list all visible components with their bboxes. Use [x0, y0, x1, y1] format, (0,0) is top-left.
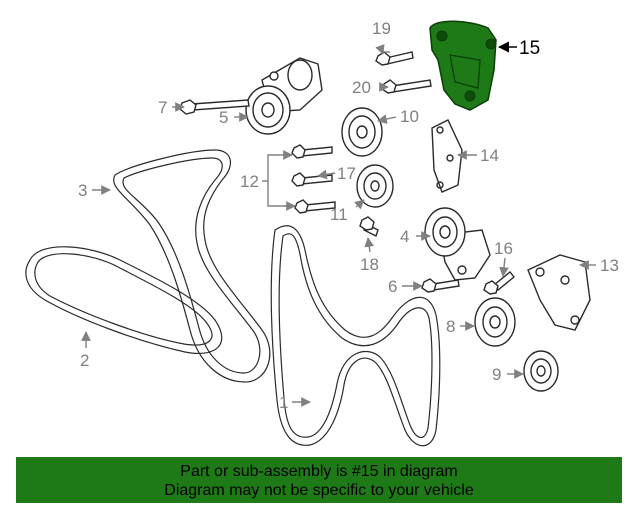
idler-pulley-part-11 [356, 164, 394, 208]
bolt-part-6 [421, 278, 460, 293]
bolt-part-20 [381, 79, 432, 94]
callout-9: 9 [492, 365, 501, 384]
tensioner-part-4 [424, 207, 491, 281]
callout-7: 7 [158, 98, 167, 117]
callout-14: 14 [480, 146, 499, 165]
callout-6: 6 [388, 277, 397, 296]
callout-8: 8 [446, 317, 455, 336]
callout-labels: 1 2 3 4 5 6 7 8 9 10 11 12 13 14 15 16 1… [78, 19, 619, 412]
callout-5: 5 [219, 108, 228, 127]
pulley-part-8 [474, 297, 516, 347]
belt-part-2 [25, 246, 223, 354]
parts-diagram: 1 2 3 4 5 6 7 8 9 10 11 12 13 14 15 16 1… [25, 19, 619, 447]
callout-10: 10 [400, 107, 419, 126]
bracket-part-15-highlighted[interactable] [429, 20, 497, 111]
callout-15: 15 [519, 38, 540, 59]
bolt-part-18 [359, 216, 379, 237]
bracket-part-14 [431, 119, 463, 193]
callout-18: 18 [360, 255, 379, 274]
banner-line-2: Diagram may not be specific to your vehi… [164, 482, 474, 499]
banner-line-1: Part or sub-assembly is #15 in diagram [180, 463, 458, 480]
callout-4: 4 [400, 227, 409, 246]
bracket-part-13 [527, 254, 591, 331]
belt-part-1 [270, 225, 441, 447]
tensioner-part-5 [245, 57, 323, 135]
bolt-part-7 [179, 99, 250, 115]
callout-12: 12 [240, 172, 259, 191]
callout-16: 16 [494, 239, 513, 258]
callout-11: 11 [330, 205, 348, 224]
callout-13: 13 [600, 256, 619, 275]
callout-17: 17 [337, 164, 356, 183]
bolt-part-16 [483, 271, 515, 295]
pulley-part-9 [523, 350, 559, 392]
bolts-part-12 [291, 144, 336, 214]
leader-lines [81, 41, 596, 407]
callout-20: 20 [352, 78, 371, 97]
callout-1: 1 [279, 393, 288, 412]
info-banner: Part or sub-assembly is #15 in diagram D… [16, 457, 622, 503]
callout-19: 19 [372, 19, 391, 38]
callout-3: 3 [78, 181, 87, 200]
callout-2: 2 [80, 351, 89, 370]
bolt-part-19 [375, 51, 414, 66]
idler-pulley-part-10 [341, 107, 383, 157]
belt-part-3 [113, 149, 271, 383]
